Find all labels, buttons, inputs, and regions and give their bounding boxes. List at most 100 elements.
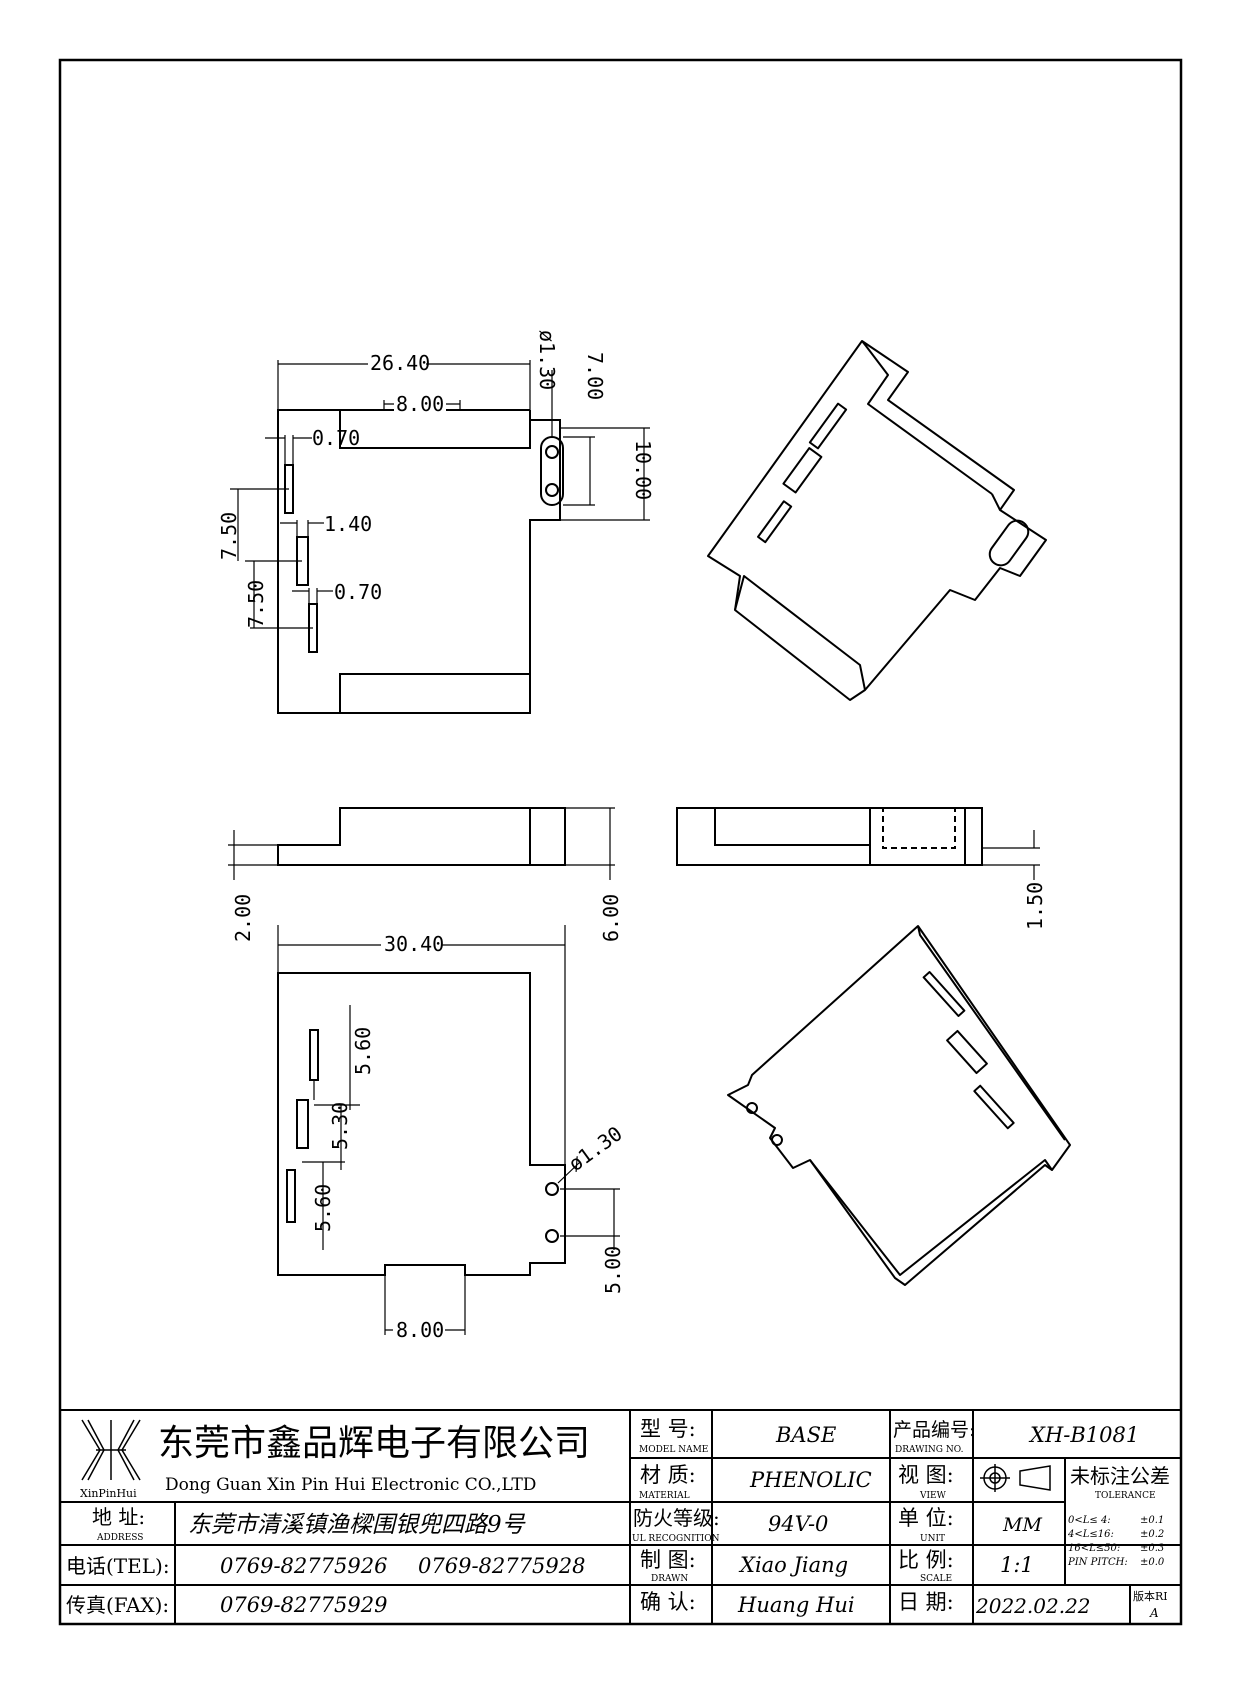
top-view-dim-text: 26.40 8.00 ø1.30 7.00 10.00 0.70 7.50 1.…	[217, 330, 655, 628]
fax-label: 传真(FAX):	[66, 1593, 169, 1617]
bottom-hole-1	[545, 1182, 559, 1196]
projection-symbol-icon	[980, 1464, 1051, 1492]
unit-label-cn: 单 位:	[898, 1506, 954, 1530]
ul-label-en: UL RECOGNITION	[632, 1534, 720, 1544]
top-view-outline	[277, 409, 561, 714]
title-block	[60, 1409, 1181, 1624]
bottom-slot-1	[309, 1029, 319, 1081]
dim-top-slot-width: 1.40	[324, 512, 372, 536]
tel-label: 电话(TEL):	[66, 1554, 170, 1578]
version-value: A	[1149, 1606, 1159, 1620]
date-value: 2022.02.22	[975, 1594, 1091, 1618]
tol-3-value: ±0.3	[1140, 1543, 1164, 1554]
dim-bottom-hole-dia: ø1.30	[564, 1121, 627, 1176]
tol-4-range: PIN PITCH:	[1067, 1557, 1128, 1568]
iso-top-slot-2	[782, 447, 823, 494]
tol-3-range: 16<L≤50:	[1068, 1543, 1120, 1554]
dim-top-slot-gap: 0.70	[312, 426, 360, 450]
logo-text: XinPinHui	[80, 1487, 137, 1500]
top-view-lower-step	[339, 673, 530, 713]
isometric-view-bottom	[727, 925, 1071, 1286]
dim-top-pitch-2: 7.50	[244, 580, 268, 628]
scale-value: 1:1	[1000, 1553, 1034, 1577]
tolerance-title-en: TOLERANCE	[1095, 1491, 1156, 1501]
ul-value: 94V-0	[768, 1512, 828, 1536]
iso-top-slot-3	[757, 500, 793, 544]
drawn-label-cn: 制 图:	[640, 1548, 696, 1572]
dim-bottom-pitch-2: 5.30	[328, 1102, 352, 1150]
ul-label-cn: 防火等级:	[633, 1506, 720, 1530]
dim-side-step-height: 2.00	[231, 894, 255, 942]
address-label-cn: 地 址:	[92, 1505, 145, 1529]
iso-bottom-outline	[727, 925, 1071, 1286]
side-right-outline	[676, 807, 983, 866]
confirm-label-cn: 确 认:	[640, 1590, 696, 1614]
date-label-cn: 日 期:	[898, 1590, 954, 1614]
drawing-no-value: XH-B1081	[1028, 1423, 1139, 1447]
dim-bottom-pitch-3: 5.60	[311, 1184, 335, 1232]
model-label-cn: 型 号:	[640, 1417, 696, 1441]
dim-side-height: 6.00	[599, 894, 623, 942]
company-name-en: Dong Guan Xin Pin Hui Electronic CO.,LTD	[165, 1475, 536, 1495]
tol-1-value: ±0.1	[1140, 1515, 1164, 1526]
dim-bottom-tab-width: 8.00	[396, 1318, 444, 1342]
drawing-frame	[58, 58, 1183, 1626]
tel-value-1: 0769-82775926	[220, 1554, 387, 1578]
tol-4-value: ±0.0	[1140, 1557, 1165, 1568]
view-label-en: VIEW	[919, 1491, 947, 1501]
iso-bottom-slot-1	[922, 971, 966, 1017]
material-value: PHENOLIC	[749, 1468, 872, 1492]
model-value: BASE	[775, 1423, 836, 1447]
dim-top-pitch-1: 7.50	[217, 512, 241, 560]
side-view-left-dims	[228, 807, 615, 880]
dim-bottom-pitch-1: 5.60	[351, 1027, 375, 1075]
iso-top-outline	[707, 340, 1047, 701]
dim-bottom-hole-span: 5.00	[601, 1246, 625, 1294]
company-name-cn: 东莞市鑫品辉电子有限公司	[158, 1423, 590, 1464]
iso-bottom-slot-3	[973, 1084, 1015, 1130]
drawing-no-label-en: DRAWING NO.	[895, 1445, 964, 1455]
model-label-en: MODEL NAME	[639, 1445, 708, 1455]
dim-top-hole-offset: 7.00	[583, 352, 607, 400]
dim-top-hole-dia: ø1.30	[535, 330, 559, 390]
dim-top-tab-width: 8.00	[396, 392, 444, 416]
address-value: 东莞市清溪镇渔樑围银兜四路9号	[188, 1512, 526, 1538]
company-logo	[81, 1419, 141, 1481]
bottom-slot-3	[286, 1169, 296, 1223]
drawing-no-label-cn: 产品编号:	[893, 1419, 975, 1441]
isometric-view-top	[707, 340, 1047, 701]
side-view-right	[676, 807, 983, 866]
dim-side-recess-depth: 1.50	[1023, 882, 1047, 930]
drawn-label-en: DRAWN	[651, 1574, 688, 1584]
scale-label-en: SCALE	[920, 1574, 952, 1584]
top-hole-1	[545, 445, 559, 459]
iso-bottom-slot-2	[946, 1029, 988, 1075]
iso-bottom-hole-1	[746, 1102, 758, 1114]
tol-2-range: 4<L≤16:	[1067, 1529, 1114, 1540]
side-view-right-dims	[982, 830, 1040, 880]
fax-value: 0769-82775929	[220, 1593, 387, 1617]
tol-2-value: ±0.2	[1140, 1529, 1164, 1540]
iso-bottom-hole-2	[771, 1134, 783, 1146]
view-label-cn: 视 图:	[898, 1463, 954, 1487]
version-label: 版本RI	[1133, 1589, 1168, 1603]
drawn-value: Xiao Jiang	[738, 1553, 848, 1577]
unit-value: MM	[1002, 1514, 1042, 1536]
iso-top-slot-1	[808, 402, 848, 450]
unit-label-en: UNIT	[920, 1534, 945, 1544]
dim-top-hole-span: 10.00	[631, 440, 655, 500]
scale-label-cn: 比 例:	[898, 1548, 954, 1572]
tel-value-2: 0769-82775928	[418, 1554, 585, 1578]
side-view-left	[277, 807, 566, 866]
iso-top-hole-slot	[988, 519, 1030, 567]
side-right-recess	[882, 807, 956, 849]
material-label-cn: 材 质:	[640, 1463, 696, 1487]
dim-bottom-width: 30.40	[384, 932, 444, 956]
tolerance-title-cn: 未标注公差	[1070, 1464, 1170, 1488]
material-label-en: MATERIAL	[639, 1491, 690, 1501]
address-label-en: ADDRESS	[96, 1533, 143, 1543]
top-hole-2	[545, 483, 559, 497]
bottom-slot-2	[296, 1099, 309, 1149]
top-view	[277, 409, 564, 714]
